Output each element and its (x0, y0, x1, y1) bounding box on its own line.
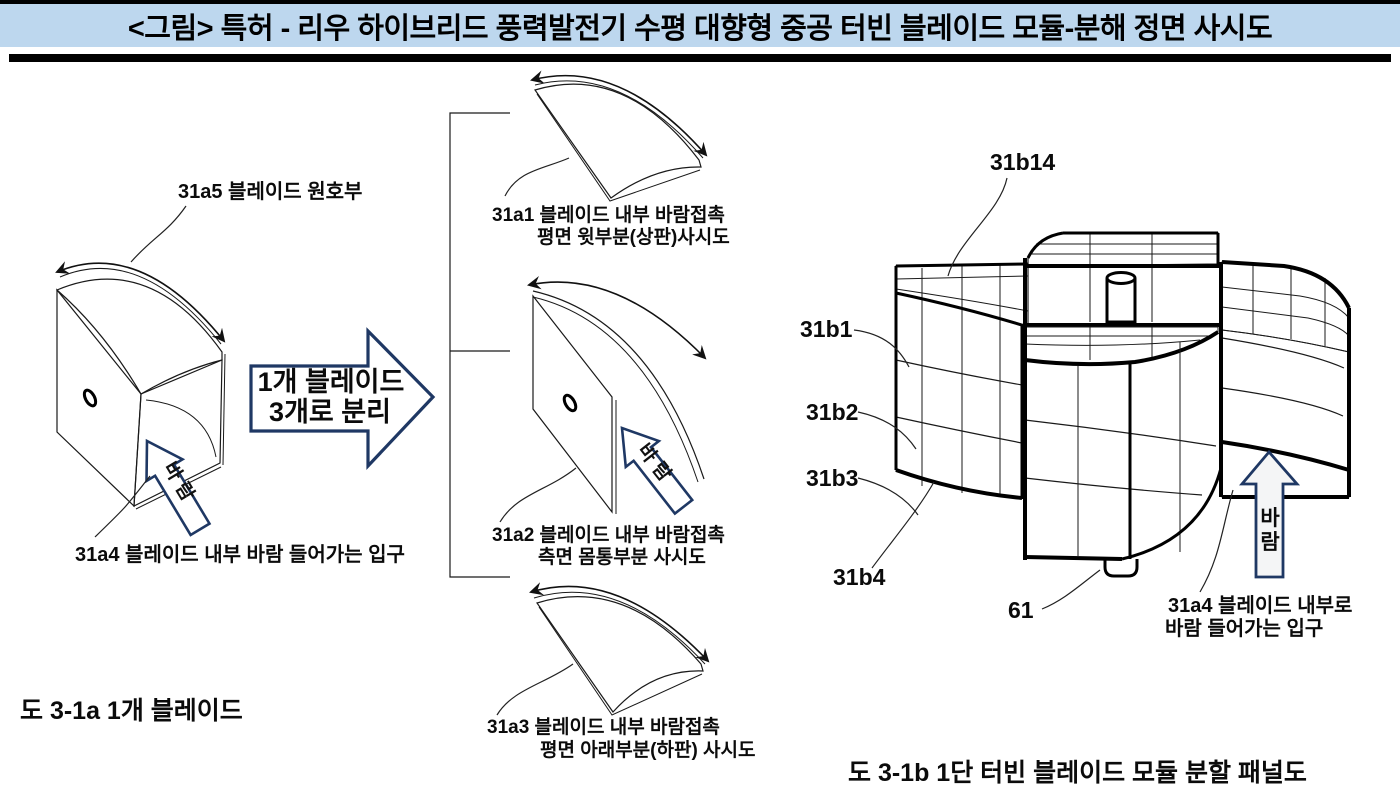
top-module-band (1027, 232, 1219, 267)
a2-curved-strip (532, 290, 705, 480)
split-bracket (449, 112, 510, 578)
label-31a2-line1: 31a2 블레이드 내부 바람접촉 (492, 524, 725, 546)
left-cylinder-section (894, 262, 1029, 500)
page-title: <그림> 특허 - 리우 하이브리드 풍력발전기 수평 대향형 중공 터빈 블레… (127, 12, 1273, 45)
part-31a1: 31a1 블레이드 내부 바람접촉 평면 윗부분(상판)사시도 (492, 70, 730, 248)
left-front-face (895, 292, 1023, 499)
figure-a-caption: 도 3-1a 1개 블레이드 (20, 697, 243, 725)
right-concave-surface (1221, 329, 1350, 471)
label-31b14: 31b14 (990, 149, 1055, 175)
a3-panel (536, 596, 704, 713)
split-arrow-icon (249, 327, 436, 471)
title-top-rule (0, 0, 1400, 4)
label-31b2: 31b2 (806, 399, 858, 425)
split-arrow-line2: 3개로 분리 (269, 397, 391, 427)
a1-arc-arrow-icon (530, 70, 708, 157)
title-bar: <그림> 특허 - 리우 하이브리드 풍력발전기 수평 대향형 중공 터빈 블레… (0, 4, 1400, 47)
right-inlet-section: 바 람 (1219, 260, 1351, 579)
wind-arrow-icon (145, 438, 212, 537)
label-31a1-line1: 31a1 블레이드 내부 바람접촉 (492, 204, 725, 226)
blade-top-surface (55, 278, 223, 395)
split-arrow-line1: 1개 블레이드 (258, 367, 405, 397)
label-61: 61 (1008, 597, 1034, 623)
a2-wind-arrow-icon (620, 426, 695, 516)
right-top-band (1221, 261, 1350, 353)
a1-panel (534, 83, 702, 199)
blade-open-front (133, 359, 223, 508)
top-shaft-cylinder (1105, 278, 1137, 324)
label-31a4-left: 31a4 블레이드 내부 바람 들어가는 입구 (75, 543, 405, 566)
label-31a1-line2: 평면 윗부분(상판)사시도 (537, 226, 730, 248)
a2-arc-arrow-icon (527, 276, 707, 360)
label-31b4: 31b4 (833, 564, 886, 590)
b-wind-char-top: 바 (1260, 507, 1280, 530)
blade-inner-curve (145, 399, 217, 458)
label-31b1: 31b1 (800, 316, 853, 342)
part-31a3: 31a3 블레이드 내부 바람접촉 평면 아래부분(하판) 사시도 (487, 582, 756, 761)
a2-panel-hole (562, 393, 578, 413)
bottom-shaft-cylinder (1103, 559, 1139, 578)
figure-b-assembly: 바 람 31b14 31b1 31b2 31b3 31b4 61 31a4 블레… (800, 149, 1352, 787)
label-31a4-right-line1: 31a4 블레이드 내부로 (1168, 594, 1352, 617)
label-31a2-line2: 측면 몸통부분 사시도 (538, 546, 706, 568)
label-31a3-line1: 31a3 블레이드 내부 바람접촉 (487, 716, 720, 738)
blade-side-hole (82, 388, 98, 408)
a3-arc-arrow-icon (529, 582, 710, 663)
a2-panel (532, 294, 613, 514)
blade-arc-arrow-icon (55, 261, 226, 343)
b-wind-arrow-icon (1238, 449, 1301, 579)
label-31a3-line2: 평면 아래부분(하판) 사시도 (540, 739, 756, 761)
figure-b-caption: 도 3-1b 1단 터빈 블레이드 모듈 분할 패널도 (848, 759, 1307, 787)
label-31a5: 31a5 블레이드 원호부 (178, 180, 362, 203)
blade-side-face (56, 288, 142, 508)
label-31a4-right-line2: 바람 들어가는 입구 (1165, 617, 1323, 640)
split-arrow: 1개 블레이드 3개로 분리 (249, 327, 436, 471)
center-top-module (1026, 231, 1220, 267)
center-column (1023, 258, 1223, 578)
figure-a-blade: 바람 31a5 블레이드 원호부 31a4 블레이드 내부 바람 들어가는 입구… (20, 180, 405, 725)
b-wind-char-bottom: 람 (1260, 531, 1279, 554)
title-separator-rule (9, 54, 1391, 62)
part-31a2: 바람 31a2 블레이드 내부 바람접촉 측면 몸통부분 사시도 (492, 276, 725, 568)
label-31b3: 31b3 (806, 465, 858, 491)
